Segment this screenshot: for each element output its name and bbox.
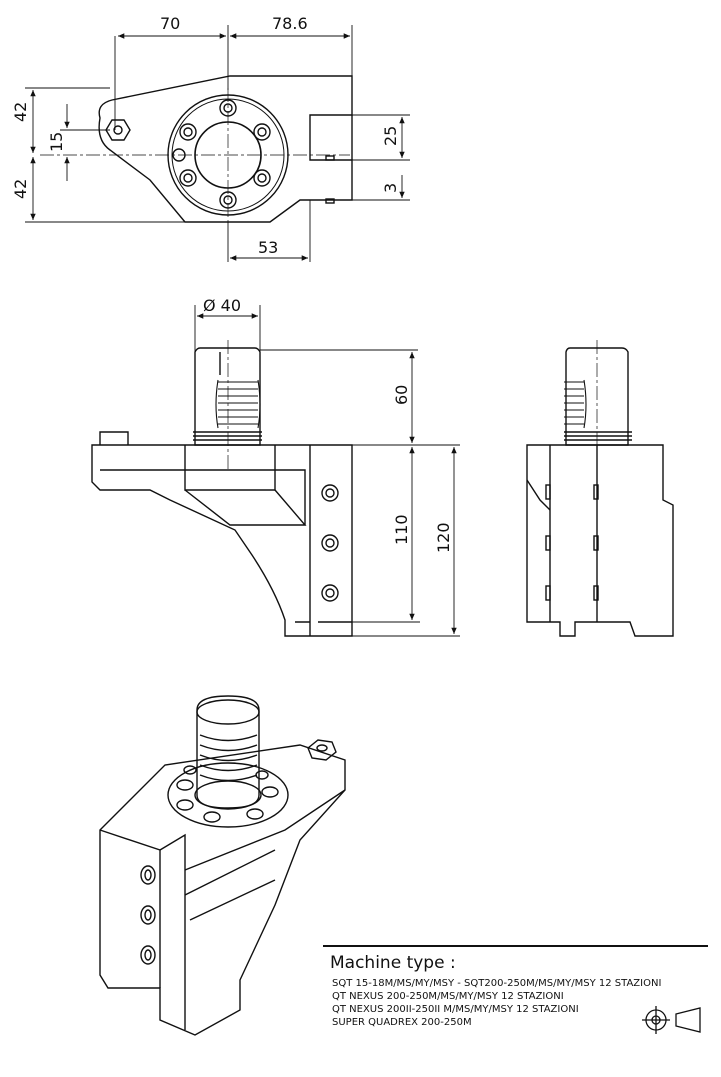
- machine-type-line-4: SUPER QUADREX 200-250M: [332, 1017, 472, 1028]
- shank-threads: [215, 379, 261, 429]
- dim-diameter-40: Ø 40: [203, 296, 241, 315]
- dim-60: 60: [392, 385, 411, 405]
- isometric-view: [99, 695, 346, 1036]
- top-view-dimensions: [25, 25, 410, 262]
- dim-78-6: 78.6: [272, 14, 308, 33]
- machine-type-line-2: QT NEXUS 200-250M/MS/MY/MSY 12 STAZIONI: [332, 991, 564, 1002]
- top-view: [40, 75, 353, 225]
- dim-42-upper: 42: [11, 102, 30, 122]
- side-view: [526, 340, 674, 637]
- dim-120: 120: [434, 522, 453, 553]
- dim-70: 70: [160, 14, 180, 33]
- dim-15: 15: [47, 132, 66, 152]
- front-view-dimensions: [194, 305, 460, 637]
- dim-25: 25: [381, 126, 400, 146]
- dim-42-lower: 42: [11, 179, 30, 199]
- dim-53: 53: [258, 238, 278, 257]
- machine-type-rule: [323, 945, 708, 947]
- dim-110: 110: [392, 514, 411, 545]
- front-view: [91, 340, 353, 637]
- machine-type-title: Machine type :: [330, 953, 456, 973]
- machine-type-line-3: QT NEXUS 200II-250II M/MS/MY/MSY 12 STAZ…: [332, 1004, 579, 1015]
- dim-3: 3: [381, 183, 400, 193]
- machine-type-line-1: SQT 15-18M/MS/MY/MSY - SQT200-250M/MS/MY…: [332, 978, 662, 989]
- projection-symbol-icon: [642, 1006, 701, 1034]
